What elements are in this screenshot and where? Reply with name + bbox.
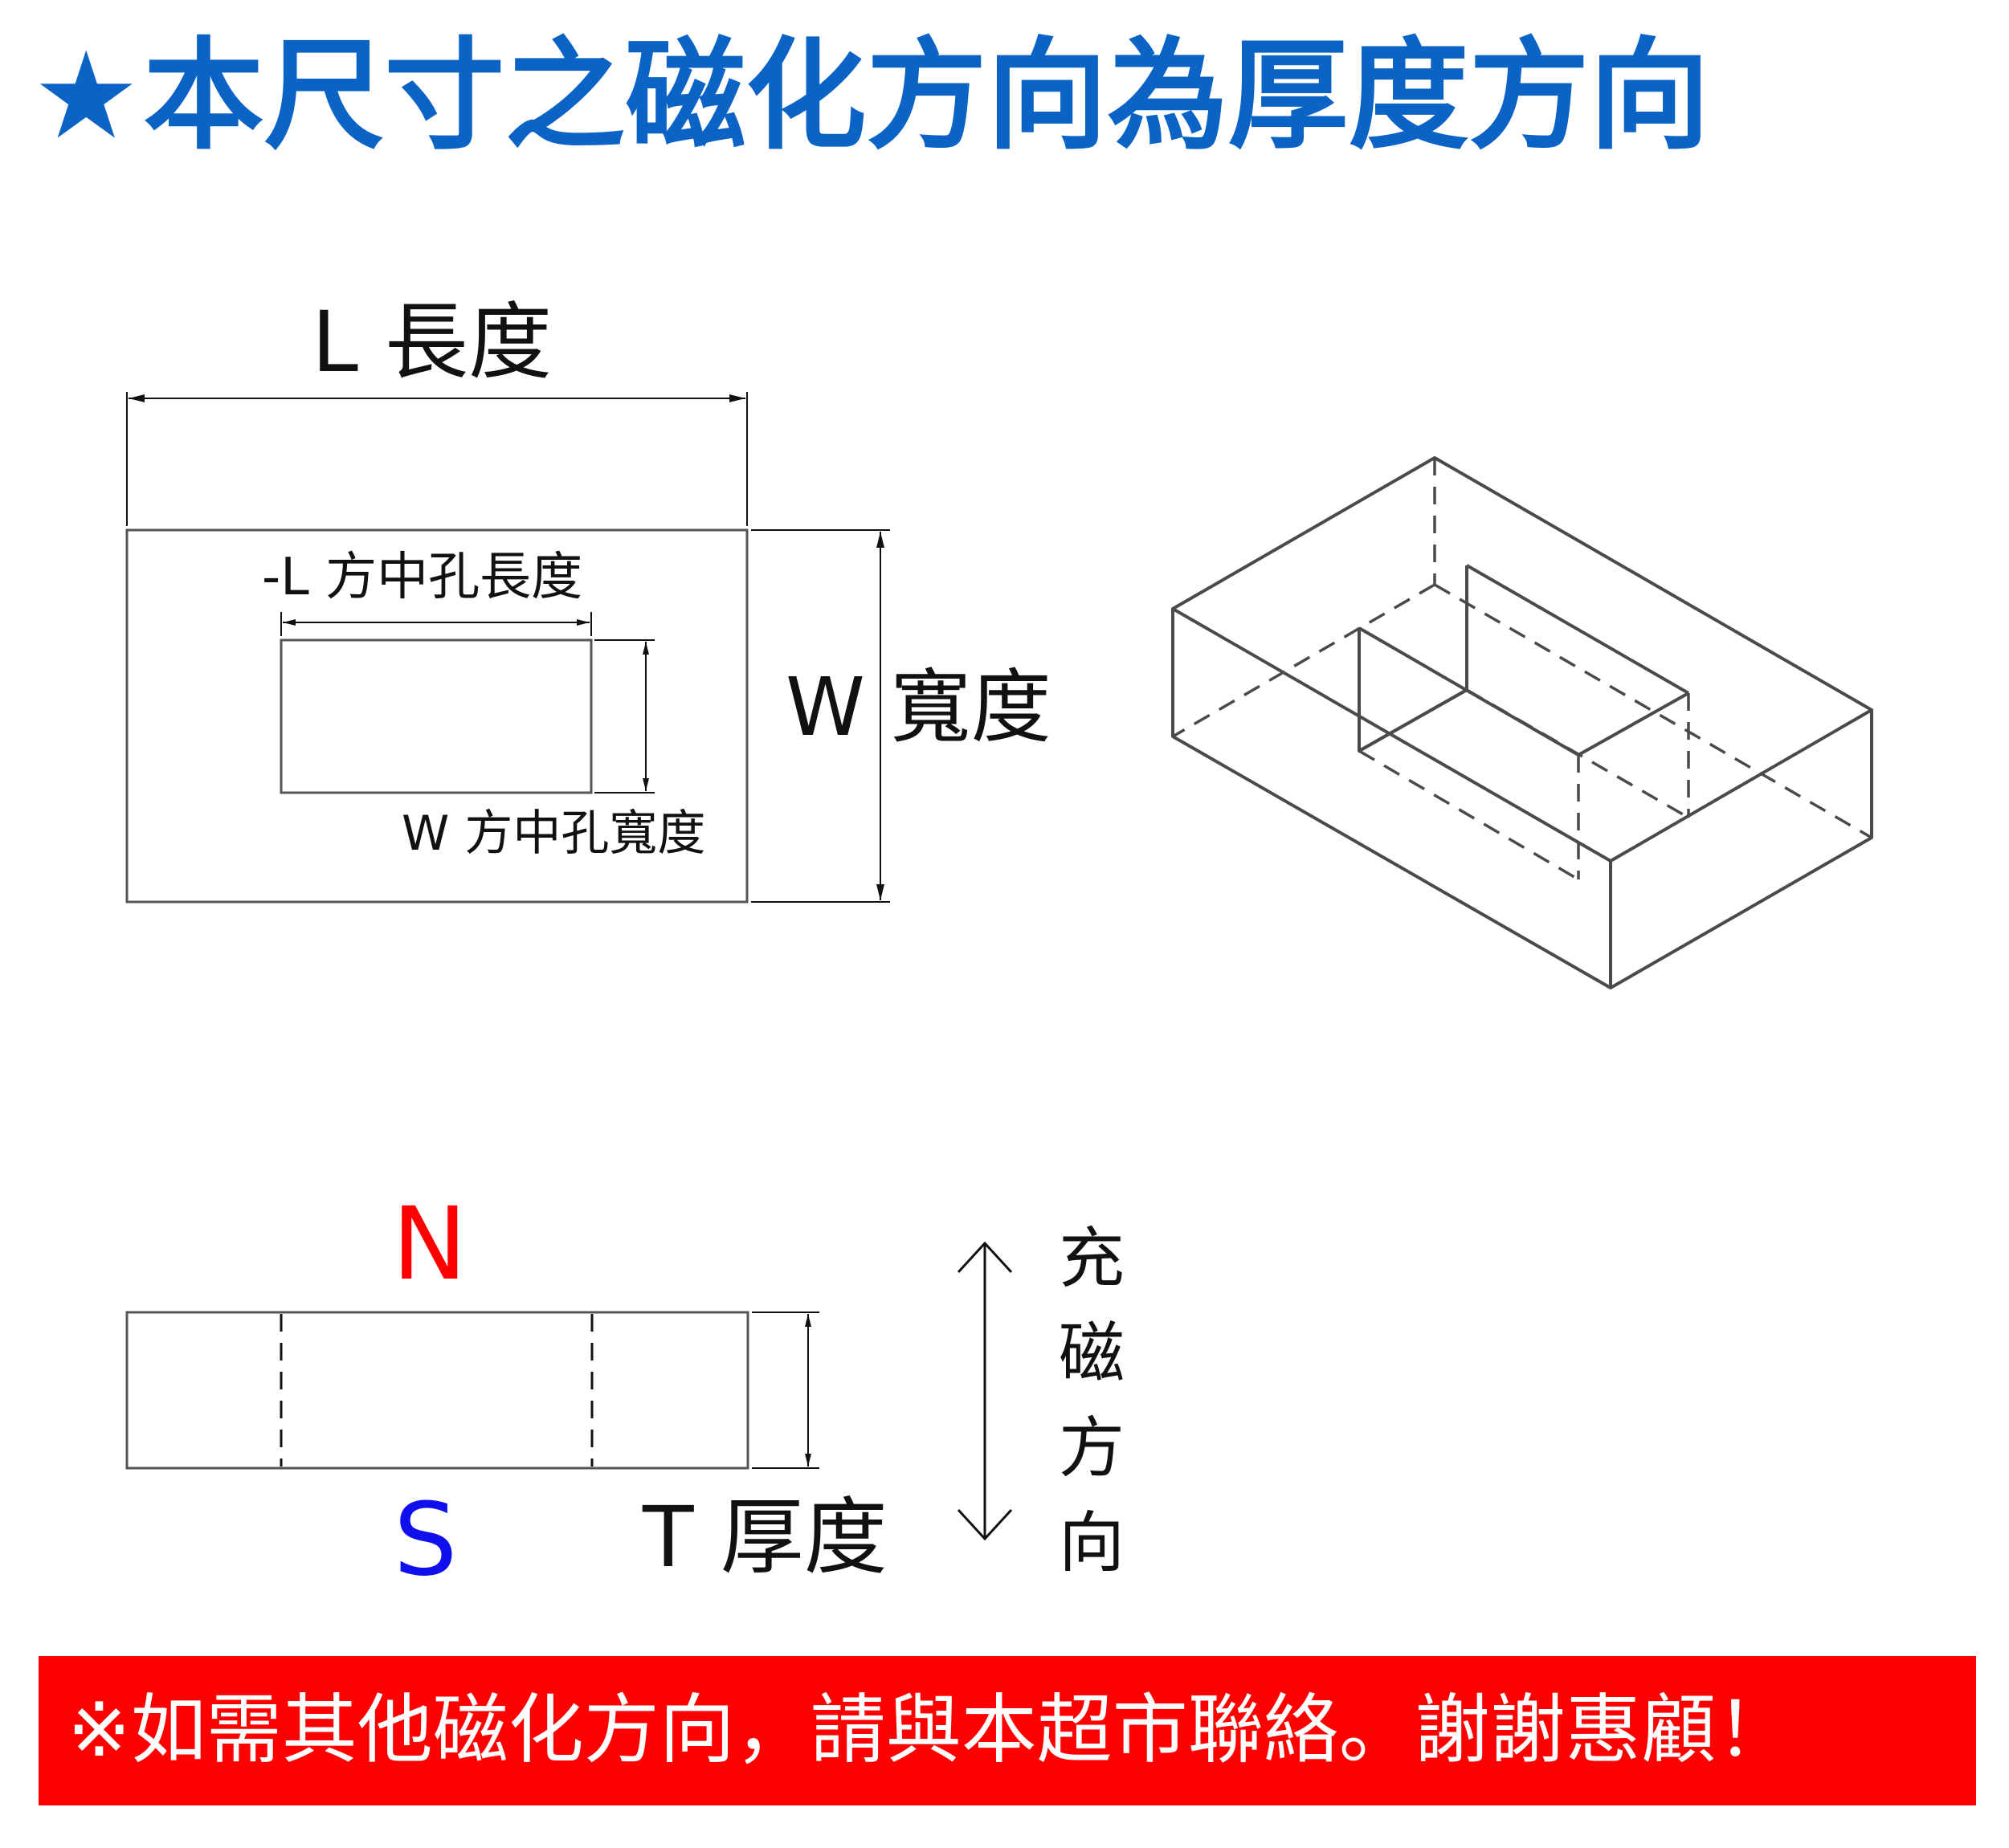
page-title: ★本尺寸之磁化方向為厚度方向 [32, 24, 1710, 169]
width-label: W 寬度 [786, 660, 1051, 754]
iso-hole-wall-line [1358, 688, 1468, 753]
contact-banner: ※如需其他磁化方向，請與本超市聯絡。謝謝惠顧！ [39, 1656, 1976, 1805]
outer-rectangle [125, 528, 749, 904]
iso-hole-rear-edge [1466, 564, 1689, 695]
banner-text: ※如需其他磁化方向，請與本超市聯絡。謝謝惠顧！ [67, 1687, 1792, 1774]
iso-hidden-edges [1172, 458, 1872, 881]
isometric-view [1171, 456, 1873, 989]
magnetize-char-1: 充 [1059, 1221, 1125, 1297]
south-pole-label: S [394, 1482, 457, 1598]
side-view: N S T 厚度 充 磁 方 向 [125, 1186, 1125, 1598]
magnetize-char-3: 方 [1059, 1410, 1125, 1487]
side-rectangle [125, 1311, 749, 1470]
magnetize-char-2: 磁 [1059, 1316, 1125, 1392]
iso-front-right-face [1610, 710, 1873, 989]
hole-width-label: W 方中孔寬度 [402, 806, 705, 862]
magnetization-arrow [957, 1241, 1013, 1541]
iso-front-left-face [1171, 609, 1612, 989]
inner-hole-rectangle [280, 638, 593, 794]
length-label: L 長度 [312, 293, 552, 391]
thickness-label: T 厚度 [642, 1488, 888, 1586]
hole-length-label: -L 方中孔長度 [262, 548, 582, 607]
top-view: L 長度 -L 方中孔長度 W 方中孔寬度 W 寬度 [125, 293, 1051, 904]
magnetize-char-4: 向 [1059, 1505, 1125, 1581]
title-text: 本尺寸之磁化方向為厚度方向 [143, 27, 1710, 166]
iso-top-face [1171, 456, 1873, 863]
north-pole-label: N [392, 1186, 468, 1303]
star-icon: ★ [32, 27, 141, 166]
iso-hole-front-top [1578, 691, 1689, 757]
